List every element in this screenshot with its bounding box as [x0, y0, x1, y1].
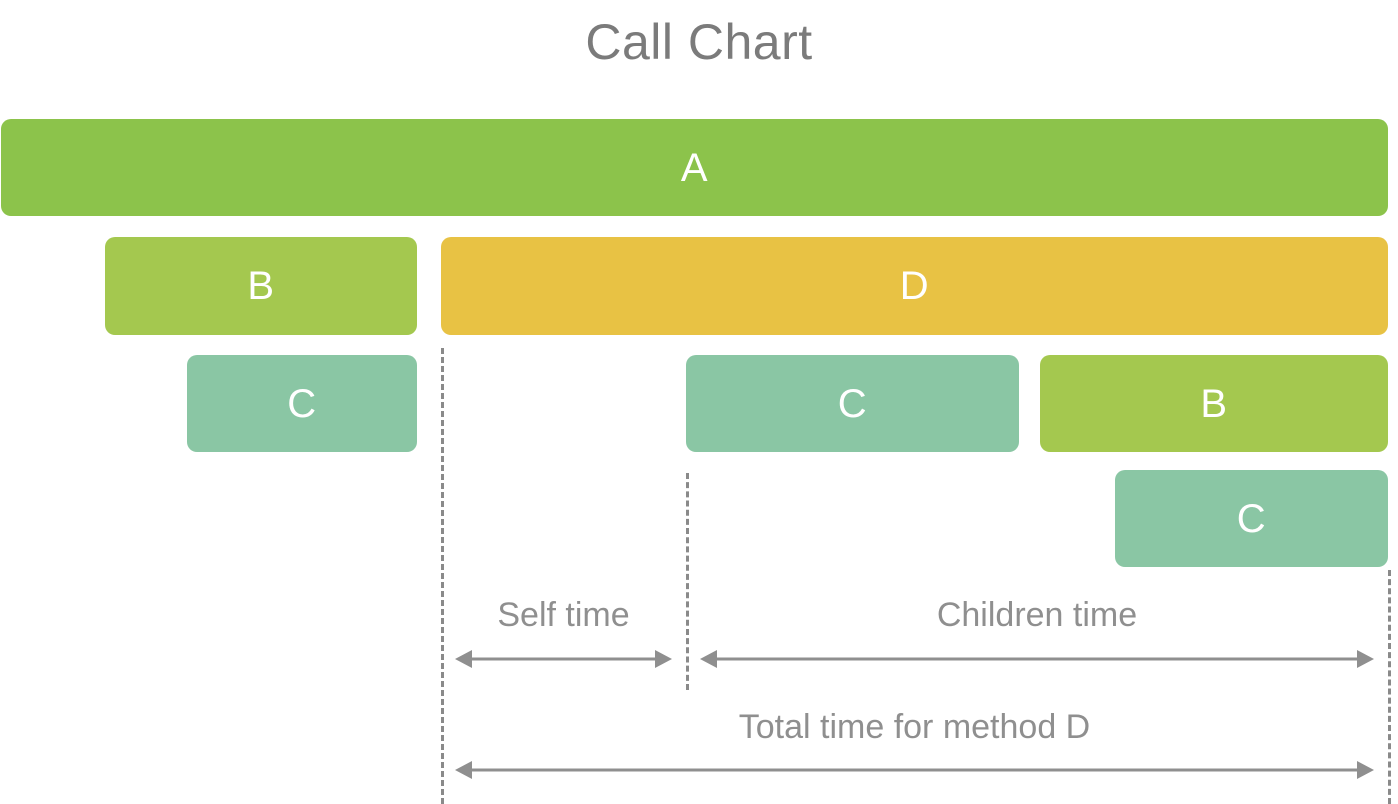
guide-d-end	[1388, 570, 1391, 804]
call-bar-a-d0-0[interactable]: A	[1, 119, 1388, 216]
call-bar-label: A	[680, 145, 709, 190]
annotation-label-self-time: Self time	[497, 596, 630, 634]
call-bar-c-d2-0[interactable]: C	[187, 355, 417, 452]
page-title: Call Chart	[585, 14, 813, 70]
call-bar-c-d3-0[interactable]: C	[1115, 470, 1388, 567]
annotation-arrow-children-time	[700, 650, 1374, 668]
annotation-arrow-self-time	[455, 650, 672, 668]
call-bar-label: C	[837, 381, 868, 426]
guide-self-end	[686, 473, 689, 690]
call-bar-label: C	[287, 381, 317, 426]
guide-d-start	[441, 348, 444, 804]
call-bar-label: C	[1236, 496, 1267, 541]
call-bar-d-d1-1[interactable]: D	[441, 237, 1388, 335]
call-bar-label: B	[247, 264, 275, 308]
call-bar-b-d1-0[interactable]: B	[105, 237, 417, 335]
call-bar-b-d2-2[interactable]: B	[1040, 355, 1388, 452]
annotation-label-children-time: Children time	[936, 596, 1138, 634]
call-bar-label: D	[899, 264, 930, 308]
annotation-label-total-time: Total time for method D	[738, 708, 1091, 746]
annotation-arrow-total-time	[455, 761, 1374, 779]
call-bar-label: B	[1200, 381, 1228, 426]
call-bar-c-d2-1[interactable]: C	[686, 355, 1019, 452]
